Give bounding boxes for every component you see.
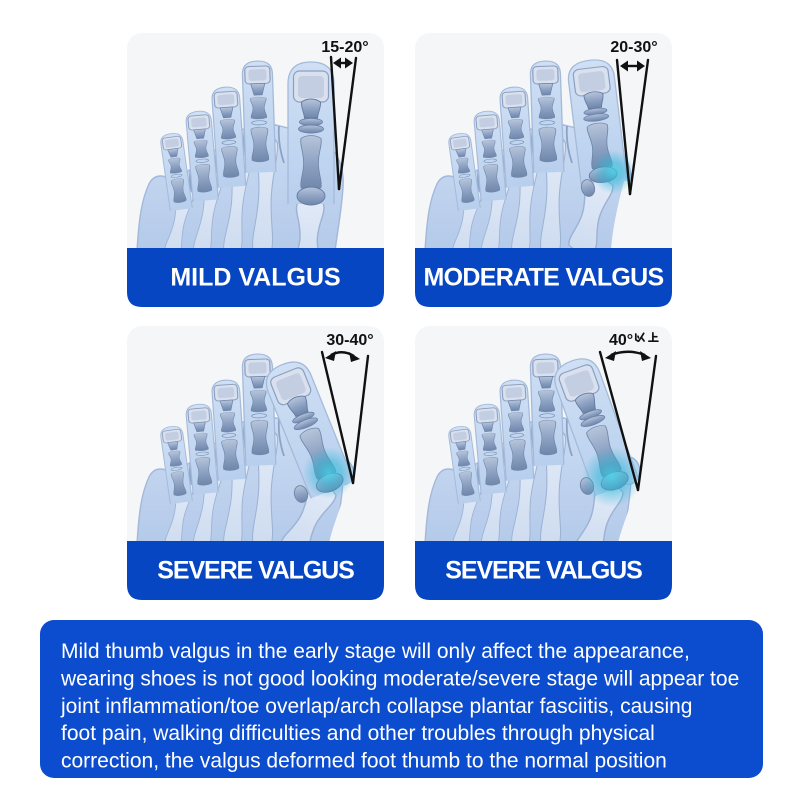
svg-text:15-20°: 15-20° [321,39,368,56]
svg-text:wearing shoes is not good look: wearing shoes is not good looking modera… [60,667,739,690]
svg-text:SEVERE VALGUS: SEVERE VALGUS [157,557,354,585]
svg-text:SEVERE VALGUS: SEVERE VALGUS [445,557,642,585]
svg-text:20-30°: 20-30° [610,39,657,56]
svg-text:30-40°: 30-40° [326,332,373,349]
svg-text:40°: 40° [609,332,633,349]
svg-text:Mild thumb valgus in the early: Mild thumb valgus in the early stage wil… [61,640,690,663]
svg-text:correction, the valgus deforme: correction, the valgus deformed foot thu… [61,750,667,773]
svg-text:MODERATE VALGUS: MODERATE VALGUS [424,264,664,292]
svg-text:MILD VALGUS: MILD VALGUS [170,264,340,292]
svg-text:foot pain, walking difficultie: foot pain, walking difficulties and othe… [61,722,655,745]
svg-text:joint inflammation/toe overlap: joint inflammation/toe overlap/arch coll… [60,695,693,718]
